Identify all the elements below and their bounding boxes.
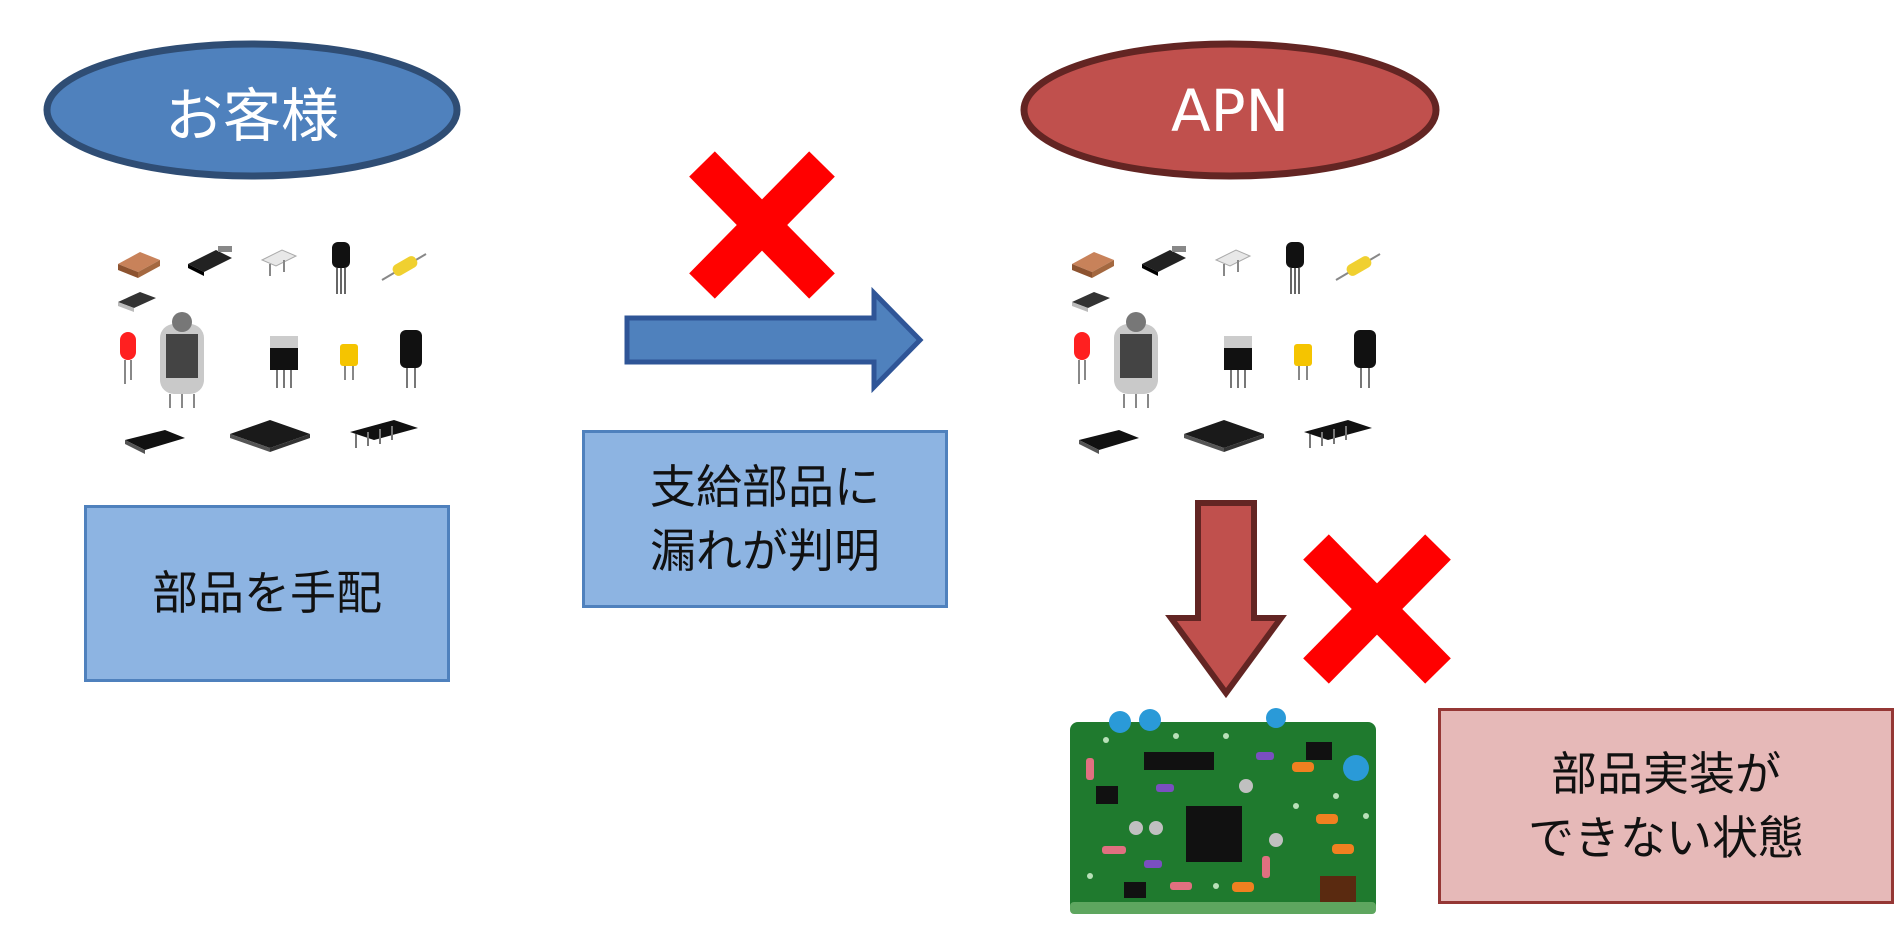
apn-ellipse (1020, 40, 1440, 180)
circuit-board-icon (1070, 708, 1376, 914)
electronic-components-icon (118, 242, 427, 454)
apn-title: APN (1170, 76, 1290, 145)
customer-title: お客様 (164, 81, 339, 150)
supply-shortage-box: 支給部品に 漏れが判明 (582, 430, 948, 608)
right-arrow-icon (624, 286, 924, 394)
mounting-failure-line2: できない状態 (1528, 811, 1804, 865)
electronic-components-icon (1072, 242, 1381, 454)
arrange-parts-box: 部品を手配 (84, 505, 450, 682)
mounting-failure-box: 部品実装が できない状態 (1438, 708, 1894, 904)
mounting-failure-line1: 部品実装が (1551, 746, 1781, 801)
supply-shortage-line2: 漏れが判明 (650, 524, 880, 578)
customer-ellipse (43, 40, 461, 180)
arrange-parts-text: 部品を手配 (152, 566, 382, 621)
red-cross-icon (1303, 534, 1451, 684)
down-arrow-icon (1165, 500, 1287, 699)
red-cross-icon (689, 151, 835, 299)
supply-shortage-line1: 支給部品に (650, 459, 880, 514)
